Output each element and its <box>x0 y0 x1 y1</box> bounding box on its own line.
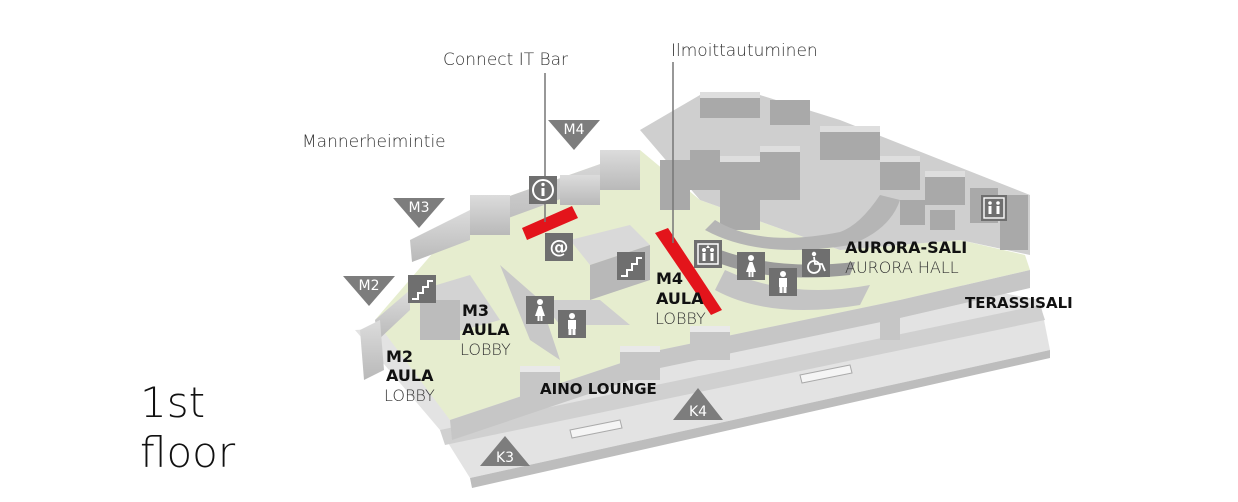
back-room-tops <box>700 92 965 177</box>
svg-text:K3: K3 <box>496 450 514 466</box>
map-labels: Mannerheimintie Connect IT Bar Ilmoittau… <box>302 41 1073 405</box>
entrance-k3[interactable]: K3 <box>480 436 530 466</box>
street-vents <box>569 364 853 439</box>
male-toilet-icon[interactable] <box>769 268 797 296</box>
svg-text:AURORA HALL: AURORA HALL <box>845 258 959 277</box>
area-aino-lounge: AINO LOUNGE <box>540 380 657 398</box>
male-toilet-icon[interactable] <box>558 310 586 338</box>
floor-title-word: floor <box>140 428 236 477</box>
facility-icons: @ <box>408 176 1007 338</box>
front-walls <box>450 270 1030 440</box>
svg-text:M2: M2 <box>359 278 380 294</box>
area-m2-lobby: M2 AULA LOBBY <box>384 347 435 405</box>
entrance-m2[interactable]: M2 <box>343 276 395 306</box>
back-rooms <box>660 96 1028 250</box>
svg-text:M4: M4 <box>656 269 683 288</box>
area-m4-lobby: M4 AULA LOBBY <box>655 269 706 328</box>
svg-text:LOBBY: LOBBY <box>460 340 511 359</box>
svg-text:M3: M3 <box>462 301 489 320</box>
entrance-m3[interactable]: M3 <box>393 198 445 228</box>
female-toilet-icon[interactable] <box>526 296 554 324</box>
svg-text:@: @ <box>550 236 569 258</box>
info-icon[interactable] <box>529 176 557 204</box>
highlight-areas <box>522 206 722 315</box>
floor-title-number: 1st <box>140 378 206 427</box>
at-icon[interactable]: @ <box>545 233 573 261</box>
area-m3-lobby: M3 AULA LOBBY <box>460 301 511 359</box>
svg-text:M2: M2 <box>386 347 413 366</box>
registration-highlight <box>655 228 722 315</box>
svg-text:K4: K4 <box>689 404 707 420</box>
entrance-k4[interactable]: K4 <box>673 388 723 420</box>
connect-it-bar-highlight <box>522 206 578 240</box>
callout-connect-it-bar: Connect IT Bar <box>443 50 568 70</box>
family-toilet-icon[interactable] <box>981 195 1007 221</box>
female-toilet-icon[interactable] <box>737 252 765 280</box>
svg-text:AURORA-SALI: AURORA-SALI <box>845 238 967 257</box>
svg-text:LOBBY: LOBBY <box>384 386 435 405</box>
area-terassisali: TERASSISALI <box>965 294 1073 312</box>
street-label: Mannerheimintie <box>302 132 446 152</box>
entrance-markers: M4 M3 M2 K3 K4 <box>343 120 723 466</box>
area-aurora-hall: AURORA-SALI AURORA HALL <box>845 238 967 277</box>
svg-text:M3: M3 <box>409 200 430 216</box>
elevator-icon[interactable] <box>694 240 722 268</box>
svg-text:AULA: AULA <box>386 366 434 385</box>
svg-text:AULA: AULA <box>462 320 510 339</box>
svg-text:M4: M4 <box>564 122 585 138</box>
floor-title: 1st floor <box>140 378 235 478</box>
front-wall-tops <box>520 326 730 372</box>
stairs-icon[interactable] <box>408 275 436 303</box>
callout-registration: Ilmoittautuminen <box>671 41 818 61</box>
wheelchair-icon[interactable] <box>802 249 830 277</box>
entrance-m4[interactable]: M4 <box>548 120 600 150</box>
svg-text:AULA: AULA <box>656 289 704 308</box>
stairs-icon[interactable] <box>617 252 645 280</box>
svg-text:LOBBY: LOBBY <box>655 309 706 328</box>
